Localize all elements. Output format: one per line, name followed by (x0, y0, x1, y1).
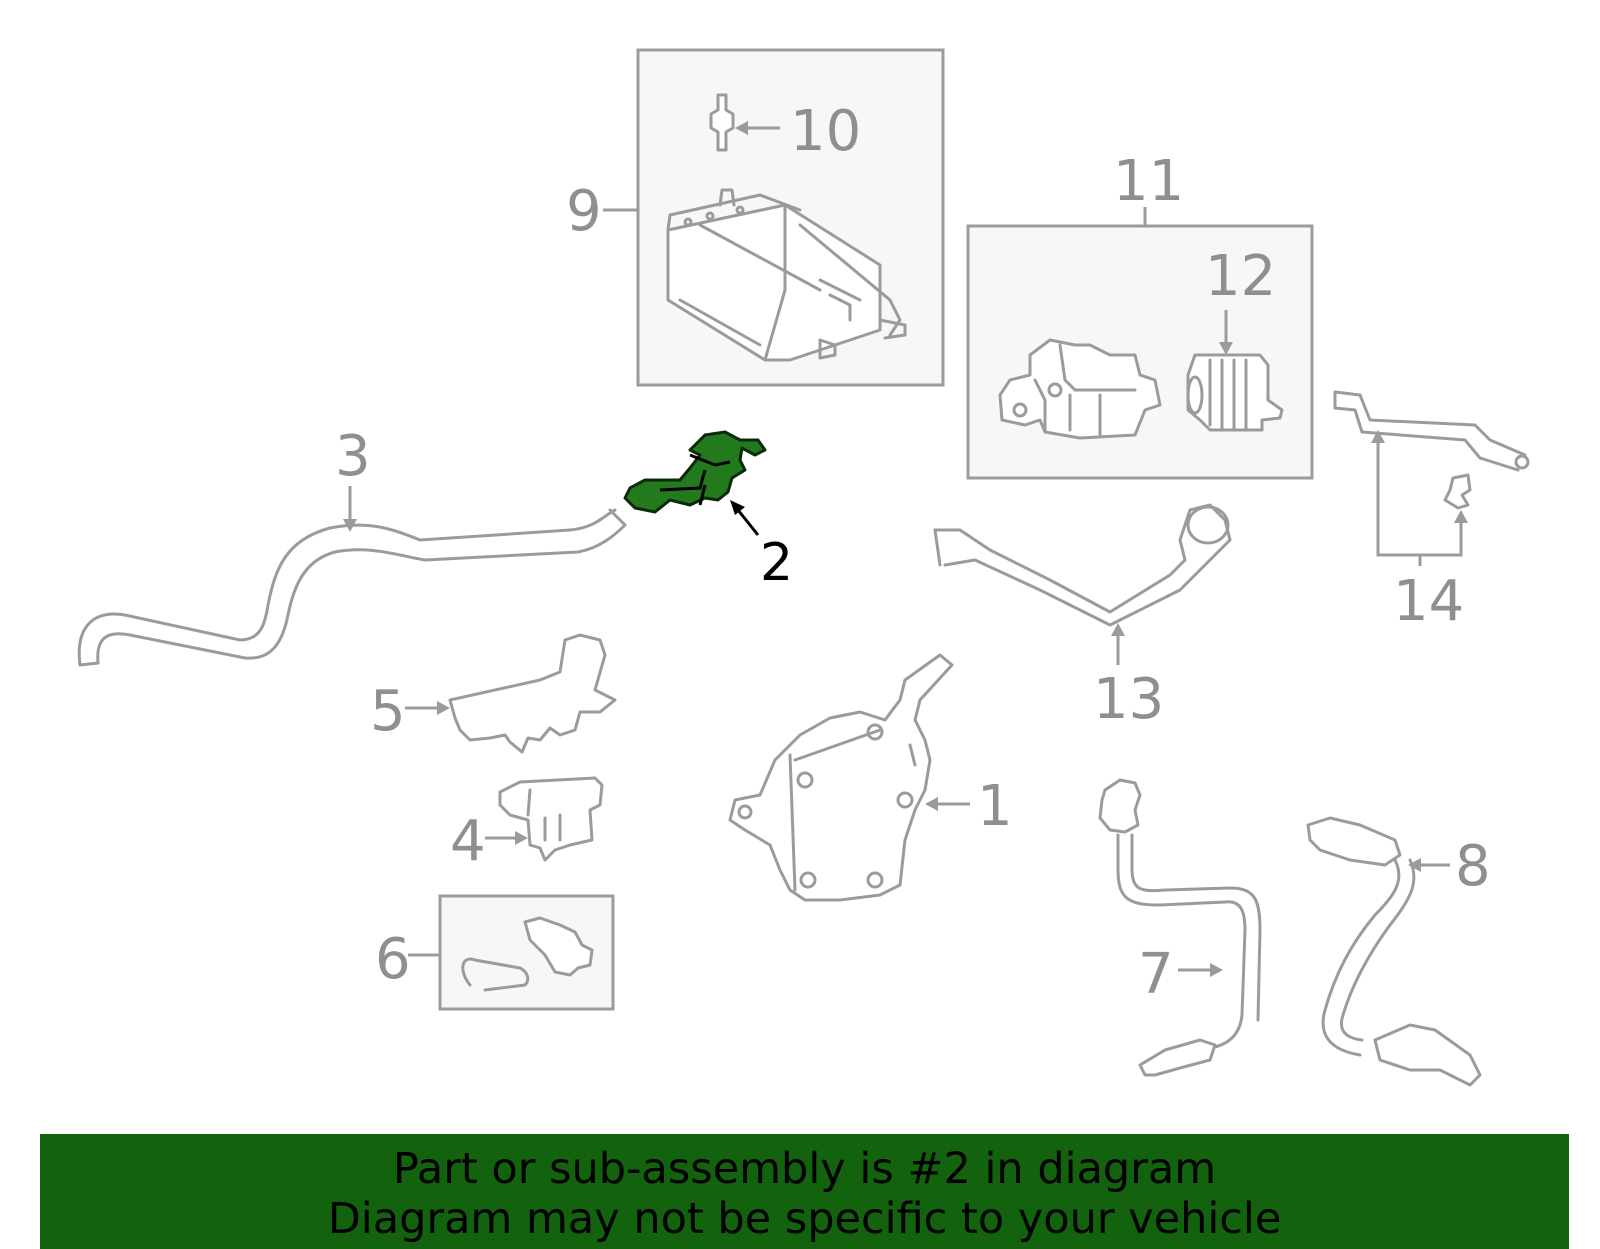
callout-11: 11 (1113, 149, 1184, 214)
part-7-oxygen-sensor[interactable] (1098, 778, 1262, 1077)
info-banner: Part or sub-assembly is #2 in diagram Di… (40, 1134, 1569, 1249)
part-1-leak-detection-pump[interactable] (728, 653, 954, 902)
callout-12: 12 (1205, 244, 1276, 309)
part-10-clip[interactable] (709, 93, 735, 152)
banner-line-2: Diagram may not be specific to your vehi… (327, 1194, 1282, 1244)
callout-4: 4 (450, 809, 486, 874)
callout-8: 8 (1455, 834, 1491, 899)
part-8-oxygen-sensor[interactable] (1306, 816, 1482, 1087)
leader-lines (343, 121, 1468, 977)
callout-2: 2 (760, 533, 793, 593)
callout-5: 5 (370, 679, 406, 744)
callout-7: 7 (1138, 942, 1174, 1007)
callout-1: 1 (977, 774, 1013, 839)
callout-6: 6 (375, 927, 411, 992)
callout-10: 10 (790, 99, 861, 164)
callout-3: 3 (335, 424, 371, 489)
part-12-valve[interactable] (1186, 353, 1284, 432)
part-9-canister-box[interactable] (636, 48, 945, 387)
banner-line-1: Part or sub-assembly is #2 in diagram (392, 1144, 1217, 1194)
callout-13: 13 (1093, 667, 1164, 732)
part-3-hose[interactable] (77, 508, 627, 667)
part-5-bracket[interactable] (448, 633, 617, 754)
part-11-valve-box[interactable] (966, 224, 1314, 480)
callout-14: 14 (1393, 569, 1464, 634)
callout-labels: 10 9 11 12 3 2 14 13 5 1 4 8 6 7 (335, 99, 1491, 1007)
callout-9: 9 (566, 179, 602, 244)
part-2-vent-valve[interactable] (623, 430, 767, 514)
part-6-kit-box[interactable] (438, 894, 615, 1011)
part-14-tube[interactable] (1333, 390, 1530, 510)
part-4-sensor[interactable] (498, 776, 604, 862)
part-13-hose[interactable] (933, 503, 1232, 627)
